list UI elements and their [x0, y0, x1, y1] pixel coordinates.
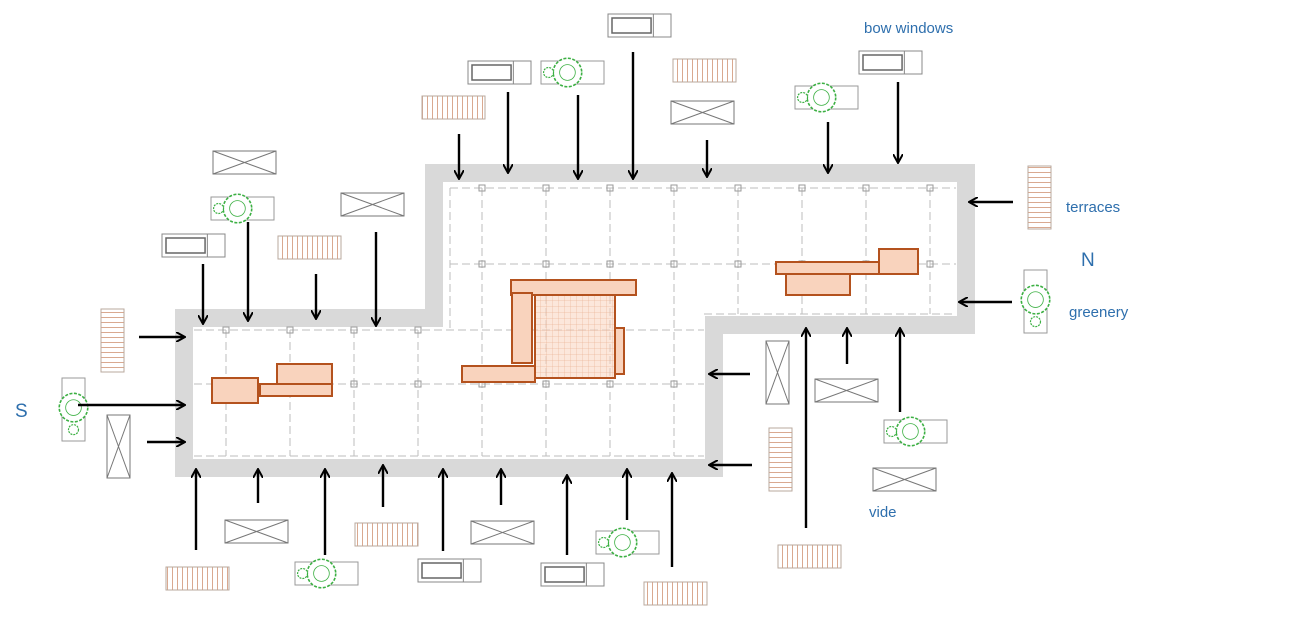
bow-window-icon — [417, 558, 482, 583]
greenery-icon — [595, 527, 660, 558]
label-terraces: terraces — [1066, 199, 1121, 216]
label-vide: vide — [869, 504, 897, 521]
terrace-icon — [277, 235, 342, 260]
vide-icon — [470, 520, 535, 545]
column-marker — [542, 260, 550, 268]
bow-window-icon — [467, 60, 532, 85]
bow-window-icon — [607, 13, 672, 38]
bow-window-icon — [858, 50, 923, 75]
bow-window-icon — [161, 233, 226, 258]
core-center-b-fill — [534, 294, 616, 379]
column-marker — [542, 380, 550, 388]
column-marker — [670, 380, 678, 388]
bow-window-icon — [540, 562, 605, 587]
view-arrows — [78, 52, 1013, 567]
core-right-a — [775, 261, 892, 275]
terrace-icon — [100, 308, 125, 373]
column-marker — [414, 326, 422, 334]
terrace-icon — [1027, 165, 1052, 230]
column-marker — [606, 260, 614, 268]
vide-icon — [814, 378, 879, 403]
vide-icon — [340, 192, 405, 217]
core-center-e — [614, 327, 625, 375]
column-marker — [350, 380, 358, 388]
column-marker — [478, 260, 486, 268]
column-marker — [606, 184, 614, 192]
greenery-icon — [210, 193, 275, 224]
greenery-icon — [883, 416, 948, 447]
vide-icon — [670, 100, 735, 125]
greenery-icon — [294, 558, 359, 589]
context-icons — [58, 13, 1052, 606]
terrace-icon — [672, 58, 737, 83]
label-south: S — [15, 401, 28, 422]
vide-icon — [224, 519, 289, 544]
terrace-icon — [643, 581, 708, 606]
core-center-d — [461, 365, 536, 383]
label-north: N — [1081, 250, 1095, 271]
column-marker — [414, 380, 422, 388]
greenery-icon — [540, 57, 605, 88]
column-marker — [222, 326, 230, 334]
column-marker — [670, 184, 678, 192]
vide-icon — [872, 467, 937, 492]
greenery-icon — [794, 82, 859, 113]
terrace-icon — [165, 566, 230, 591]
column-marker — [734, 260, 742, 268]
service-cores — [211, 248, 919, 404]
vide-icon — [765, 340, 790, 405]
core-left-b — [276, 363, 333, 385]
terrace-icon — [768, 427, 793, 492]
core-right-c — [878, 248, 919, 275]
core-right-b — [785, 273, 851, 296]
vide-icon — [106, 414, 131, 479]
label-greenery: greenery — [1069, 304, 1129, 321]
core-left-c — [259, 383, 333, 397]
column-marker — [926, 260, 934, 268]
column-marker — [286, 326, 294, 334]
column-marker — [926, 184, 934, 192]
terrace-icon — [354, 522, 419, 547]
column-marker — [862, 184, 870, 192]
core-left-a — [211, 377, 259, 404]
column-marker — [478, 184, 486, 192]
terrace-icon — [777, 544, 842, 569]
greenery-icon — [1020, 269, 1051, 334]
column-marker — [350, 326, 358, 334]
vide-icon — [212, 150, 277, 175]
column-marker — [606, 380, 614, 388]
greenery-icon — [58, 377, 89, 442]
column-marker — [670, 260, 678, 268]
column-marker — [798, 184, 806, 192]
column-marker — [542, 184, 550, 192]
label-bow-windows: bow windows — [864, 20, 954, 37]
core-center-c — [511, 292, 533, 364]
terrace-icon — [421, 95, 486, 120]
column-marker — [734, 184, 742, 192]
